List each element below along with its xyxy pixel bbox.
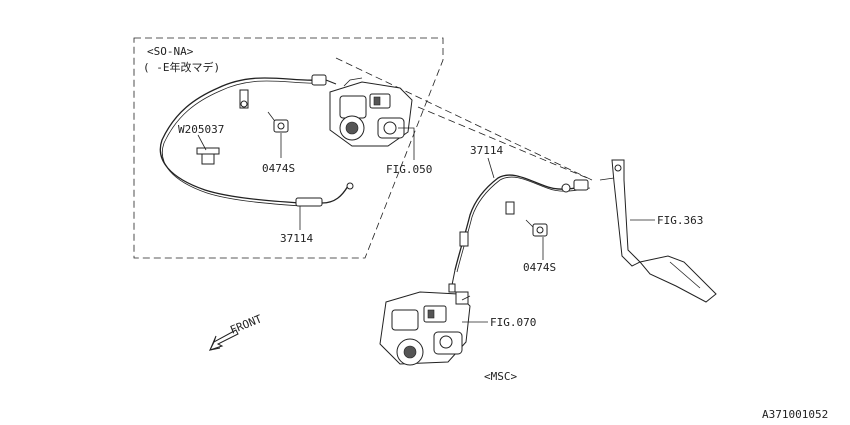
label-fig070: FIG.070 xyxy=(490,316,536,329)
label-fig050: FIG.050 xyxy=(386,163,432,176)
leader-fig050 xyxy=(398,127,415,160)
bolt-upper xyxy=(267,111,289,133)
leader-cable-lower xyxy=(487,157,495,179)
label-fig363: FIG.363 xyxy=(657,214,703,227)
bolt-lower xyxy=(525,219,548,237)
clip-w205037 xyxy=(196,147,220,165)
label-front: FRONT xyxy=(228,312,264,337)
diagram-id: A371001052 xyxy=(762,408,828,421)
front-arrow-icon xyxy=(209,329,239,351)
label-cable-upper: 37114 xyxy=(280,232,313,245)
throttle-body-upper xyxy=(329,77,413,147)
box-title-line1: <SO-NA> xyxy=(147,45,194,58)
accelerator-cable-upper xyxy=(159,74,354,207)
box-title-line2: ( -E年改マデ) xyxy=(143,60,220,74)
dash-link-top xyxy=(335,57,593,181)
throttle-body-lower xyxy=(379,291,471,366)
label-w205037: W205037 xyxy=(178,123,224,136)
dash-link-mid xyxy=(417,106,593,181)
accelerator-cable-lower xyxy=(448,174,591,293)
so-na-boundary xyxy=(133,37,444,259)
label-bolt-lower: 0474S xyxy=(523,261,556,274)
label-msc: <MSC> xyxy=(484,370,517,383)
accelerator-pedal xyxy=(599,159,717,303)
label-bolt-upper: 0474S xyxy=(262,162,295,175)
leader-w205037 xyxy=(197,134,207,151)
label-cable-lower: 37114 xyxy=(470,144,503,157)
